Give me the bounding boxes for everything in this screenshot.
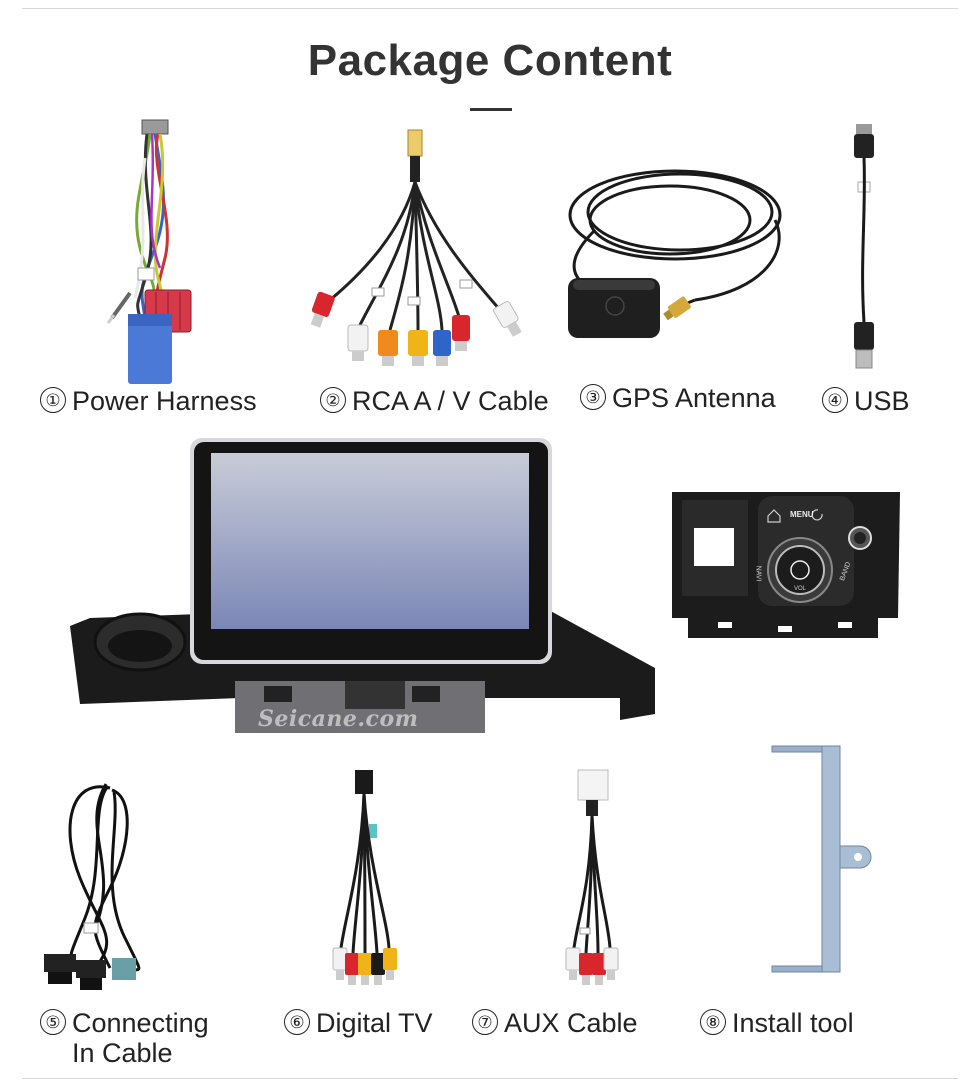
control-panel-image: MENU NAVI BAND VOL xyxy=(668,488,904,646)
page-title: Package Content xyxy=(307,36,673,85)
caption-digital-tv: ⑥ Digital TV xyxy=(284,1008,433,1038)
navi-label: NAVI xyxy=(754,565,762,582)
head-unit-image: Seicane.com xyxy=(60,436,660,736)
caption-rca-av-cable: ② RCA A / V Cable xyxy=(320,386,549,416)
number-badge: ① xyxy=(40,387,66,413)
title-underline xyxy=(470,108,512,111)
number-badge: ⑤ xyxy=(40,1009,66,1035)
number-badge: ② xyxy=(320,387,346,413)
caption-aux-cable: ⑦ AUX Cable xyxy=(472,1008,638,1038)
vol-label: VOL xyxy=(794,586,807,592)
number-badge: ⑥ xyxy=(284,1009,310,1035)
number-badge: ③ xyxy=(580,384,606,410)
watermark: Seicane.com xyxy=(258,706,419,732)
item-label: GPS Antenna xyxy=(612,383,776,413)
caption-power-harness: ① Power Harness xyxy=(40,386,257,416)
caption-usb: ④ USB xyxy=(822,386,910,416)
aux-cable-image xyxy=(562,768,622,998)
usb-cable-image xyxy=(840,122,890,372)
power-harness-image xyxy=(100,118,210,388)
rca-av-cable-image xyxy=(300,125,530,375)
number-badge: ⑧ xyxy=(700,1009,726,1035)
item-label: AUX Cable xyxy=(504,1008,638,1038)
number-badge: ④ xyxy=(822,387,848,413)
item-label-line1: Connecting xyxy=(72,1008,209,1038)
install-tool-bracket-image xyxy=(768,742,878,982)
item-label: Power Harness xyxy=(72,386,257,416)
item-label: Digital TV xyxy=(316,1008,433,1038)
caption-gps-antenna: ③ GPS Antenna xyxy=(580,383,776,413)
caption-install-tool: ⑧ Install tool xyxy=(700,1008,854,1038)
caption-connecting-in-cable: ⑤ Connecting In Cable xyxy=(40,1008,209,1068)
bottom-divider xyxy=(22,1078,958,1079)
item-label: USB xyxy=(854,386,910,416)
top-divider xyxy=(22,8,958,9)
item-label: RCA A / V Cable xyxy=(352,386,549,416)
menu-label: MENU xyxy=(790,510,814,519)
gps-antenna-image xyxy=(555,160,795,350)
connecting-in-cable-image xyxy=(40,768,150,998)
number-badge: ⑦ xyxy=(472,1009,498,1035)
item-label-line2: In Cable xyxy=(72,1038,173,1068)
item-label: Install tool xyxy=(732,1008,854,1038)
digital-tv-cable-image xyxy=(325,768,405,998)
